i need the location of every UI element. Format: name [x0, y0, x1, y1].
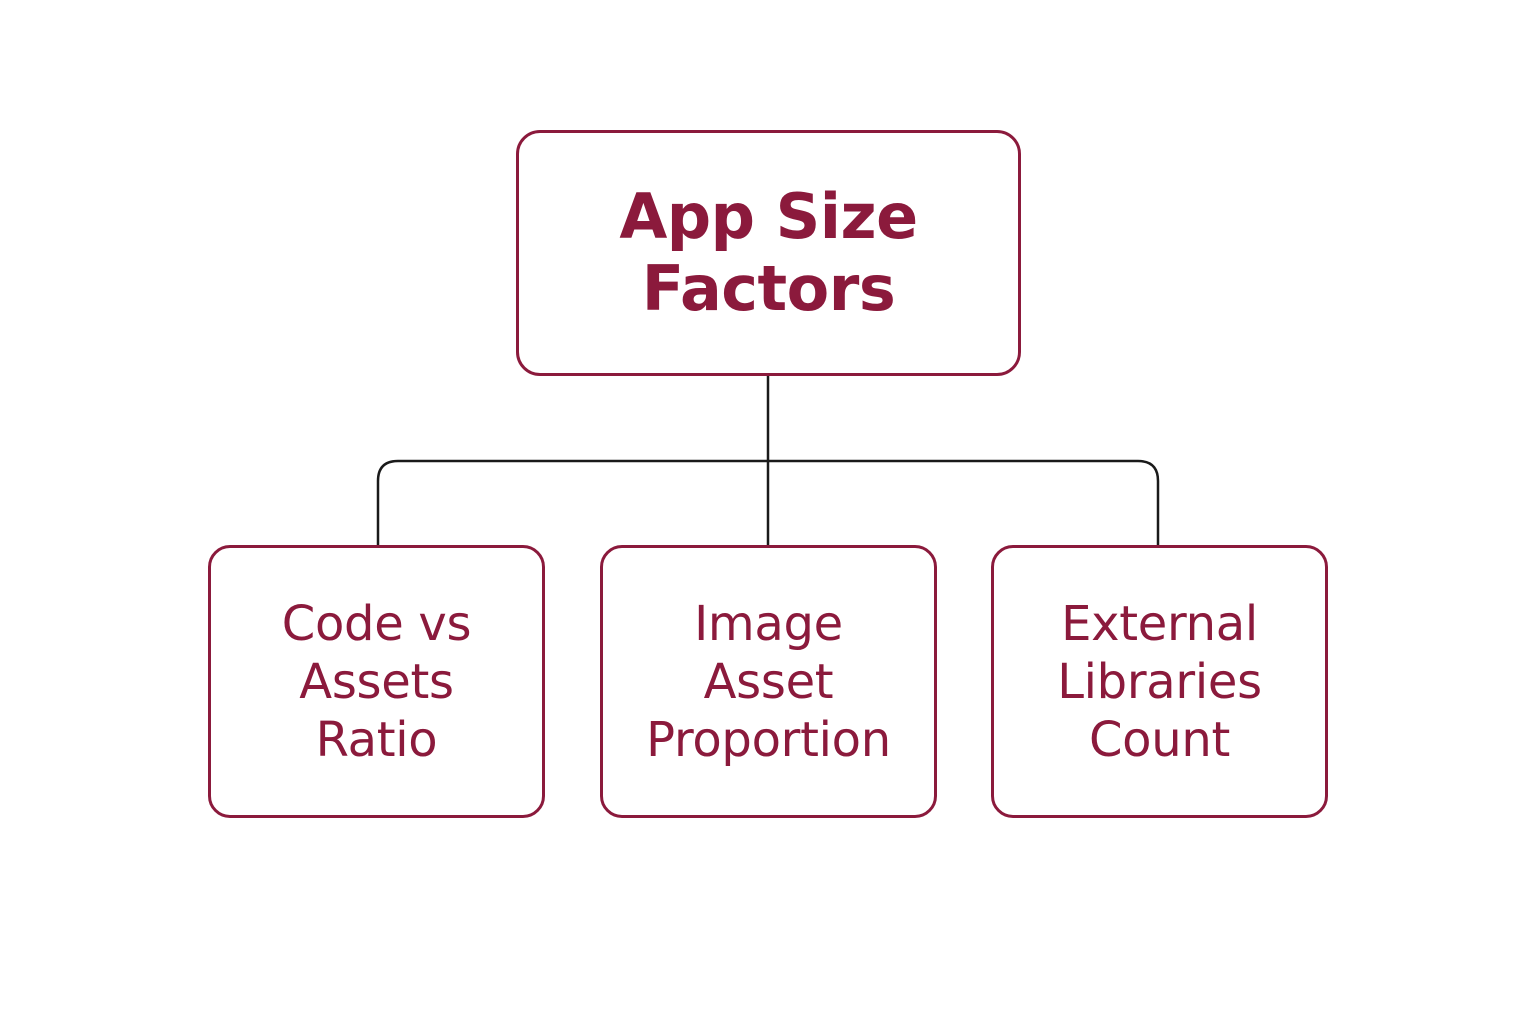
child-node-label-line: Asset [703, 653, 834, 710]
child-node-label-line: Count [1088, 711, 1231, 768]
root-node: App Size Factors [516, 130, 1021, 376]
root-node-label-line: Factors [641, 252, 896, 325]
child-node-label-line: External [1061, 595, 1258, 652]
child-node-image-asset: Image Asset Proportion [600, 545, 937, 818]
root-node-label-line: App Size [619, 180, 918, 253]
child-node-label-line: Proportion [646, 711, 891, 768]
child-node-label-line: Ratio [315, 711, 438, 768]
child-node-label: Image Asset Proportion [646, 595, 891, 769]
child-node-label: Code vs Assets Ratio [281, 595, 472, 769]
child-node-label-line: Image [694, 595, 843, 652]
child-node-label: External Libraries Count [1057, 595, 1262, 769]
child-node-label-line: Code vs [281, 595, 472, 652]
child-node-label-line: Libraries [1057, 653, 1262, 710]
child-node-code-vs-assets: Code vs Assets Ratio [208, 545, 545, 818]
child-node-external-libraries: External Libraries Count [991, 545, 1328, 818]
root-node-label: App Size Factors [619, 180, 918, 325]
child-node-label-line: Assets [299, 653, 454, 710]
